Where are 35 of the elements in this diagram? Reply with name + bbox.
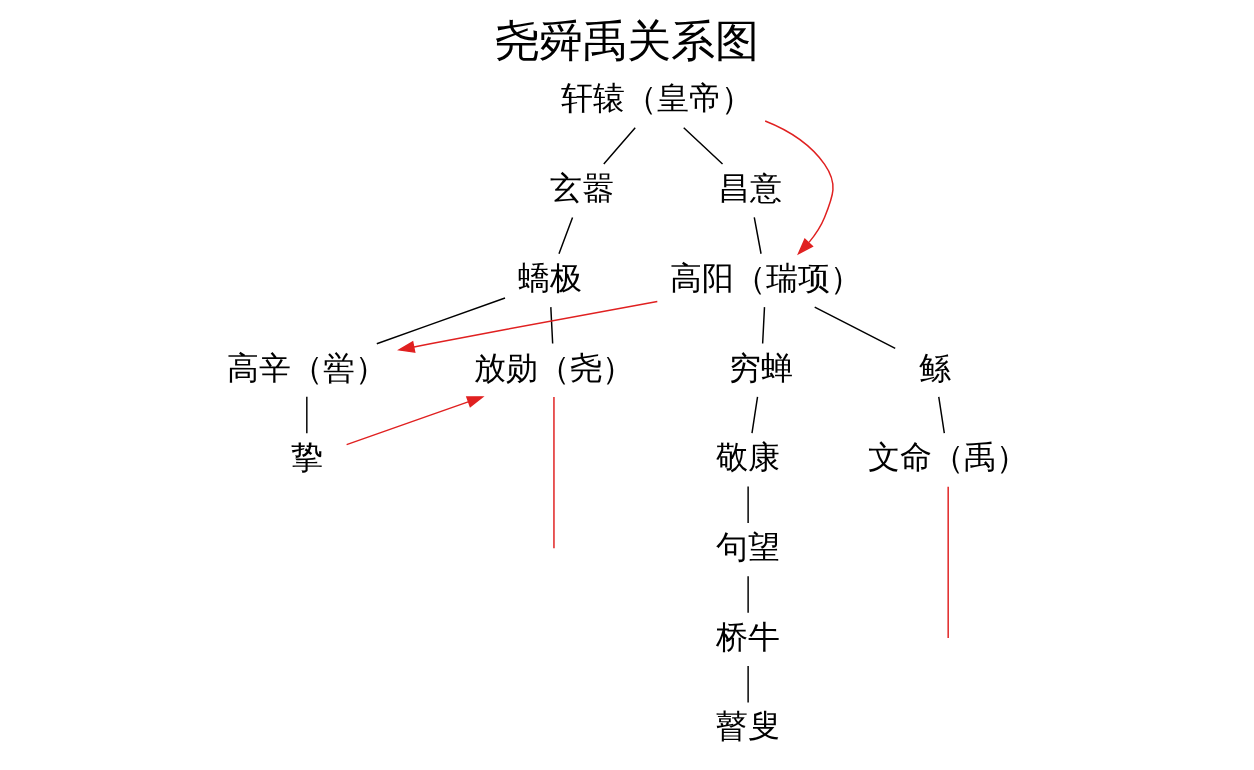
connector — [746, 665, 749, 704]
node-text: 鲧 — [918, 348, 951, 387]
node-text: 放勋（尧） — [473, 348, 634, 387]
node-text: 文命（禹） — [867, 438, 1028, 477]
node-text: 敬康 — [715, 438, 780, 477]
node-text: 高辛（喾） — [226, 348, 387, 387]
node-text: 桥牛 — [715, 617, 780, 656]
node-text: 挚 — [290, 438, 323, 477]
connector — [552, 396, 555, 549]
node-text: 轩辕（皇帝） — [560, 79, 753, 118]
connector — [682, 126, 723, 165]
node-text: 穷蝉 — [728, 348, 793, 387]
arrow — [763, 120, 834, 256]
connector — [602, 126, 636, 165]
node-text: 昌意 — [717, 169, 782, 208]
connector — [946, 486, 949, 639]
connector — [746, 575, 749, 614]
connector — [549, 306, 553, 345]
connector — [750, 396, 758, 434]
node-text: 瞽叟 — [715, 707, 780, 746]
arrow — [345, 396, 485, 446]
arrow — [396, 300, 658, 353]
connector — [305, 396, 308, 434]
connector — [746, 485, 749, 524]
connector — [937, 396, 945, 434]
connector — [813, 306, 896, 350]
node-text: 句望 — [715, 527, 780, 566]
node-text: 高阳（瑞项） — [669, 258, 862, 297]
diagram-title: 尧舜禹关系图 — [495, 14, 759, 66]
connector — [557, 216, 573, 255]
node-text: 玄嚣 — [549, 169, 614, 208]
connector — [753, 216, 762, 255]
node-text: 蟜极 — [517, 258, 582, 297]
connector — [761, 306, 765, 345]
connector — [375, 297, 506, 345]
